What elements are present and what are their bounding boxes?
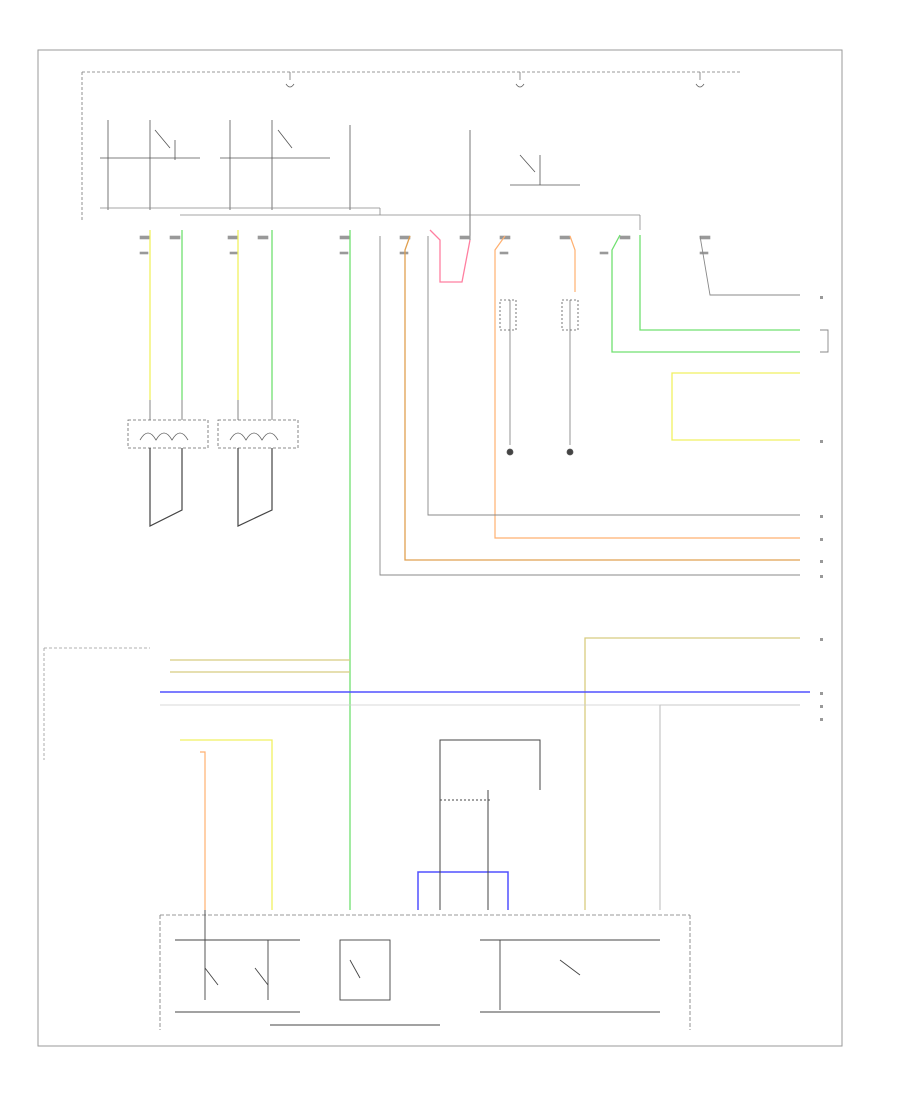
gray-wires — [379, 235, 829, 576]
orange-wires — [200, 235, 800, 910]
right-headlight-assembly — [217, 400, 299, 527]
right-headlight-switch — [220, 120, 351, 210]
diagram-border — [37, 49, 843, 1047]
dark-orange-wire — [404, 235, 800, 561]
yellow-wires — [149, 230, 800, 910]
center-relay — [469, 130, 580, 240]
left-high-beam-indicator — [499, 299, 517, 456]
connector-row — [139, 235, 711, 255]
bottom-module-box — [159, 914, 691, 1030]
blue-wires — [160, 691, 810, 910]
lower-relay — [439, 739, 541, 910]
pink-wire — [429, 229, 471, 283]
top-fuses — [285, 83, 705, 88]
tan-wires — [170, 637, 800, 910]
green-wires — [181, 230, 800, 910]
right-high-beam-indicator — [561, 299, 579, 456]
terminal-markers — [820, 296, 823, 721]
right-switch-block — [480, 939, 660, 1013]
right-gray-wire — [160, 704, 800, 910]
left-switch-block — [175, 910, 300, 1013]
left-headlight-switch — [100, 120, 200, 210]
top-bus — [81, 71, 740, 220]
center-switch-block — [270, 939, 440, 1026]
left-module-box — [43, 647, 150, 760]
left-headlight-assembly — [127, 400, 209, 527]
distribution-bus — [100, 207, 641, 230]
